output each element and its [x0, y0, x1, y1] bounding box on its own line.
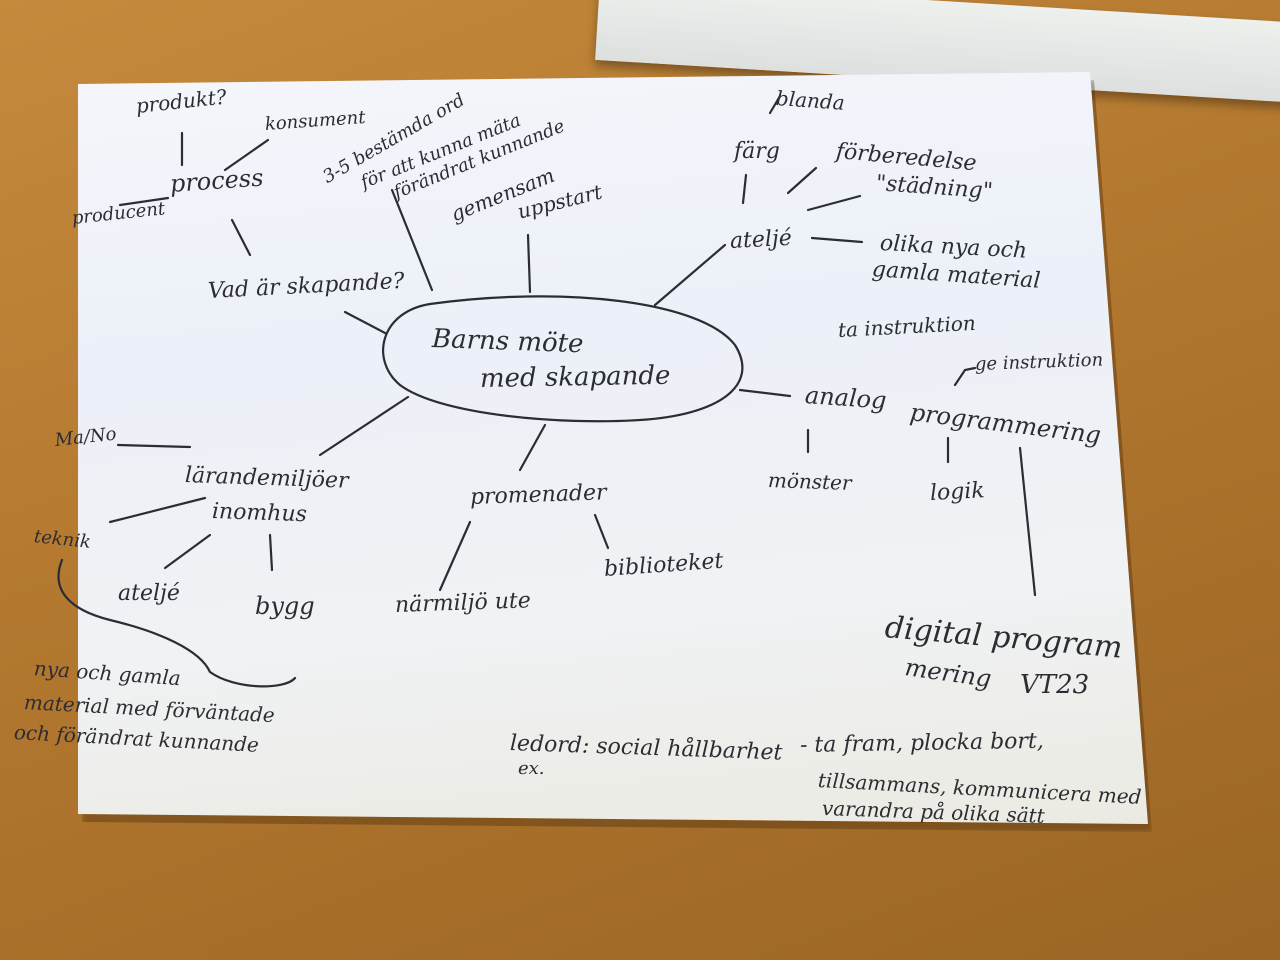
- line-prom-bibliotek: [593, 513, 610, 550]
- line-prom-narmiljo: [438, 520, 472, 592]
- line-prog-digital: [1018, 446, 1037, 597]
- line-inomhus-teknik: [108, 496, 207, 524]
- label-blanda: blanda: [775, 86, 846, 115]
- paper-sheet: [78, 72, 1148, 824]
- label-inomhus: inomhus: [211, 499, 308, 528]
- label-ex: ex.: [518, 758, 545, 779]
- label-example-1: - ta fram, plocka bort,: [799, 728, 1044, 758]
- label-analog: analog: [804, 381, 888, 415]
- line-center-larande: [318, 395, 410, 457]
- line-center-question: [343, 310, 387, 335]
- brace: [57, 558, 297, 688]
- line-center-atelje: [653, 243, 727, 307]
- label-monster: mönster: [767, 468, 852, 495]
- label-logik: logik: [929, 478, 986, 506]
- center-bubble: [382, 295, 744, 423]
- line-process-producent: [118, 196, 170, 207]
- line-center-uppstart: [526, 233, 532, 294]
- label-atelje-bottom: ateljé: [118, 581, 180, 606]
- center-title-1: Barns möte: [431, 324, 584, 360]
- label-larandemiljoer: lärandemiljöer: [184, 463, 349, 494]
- line-center-analog: [738, 388, 792, 398]
- line-prog-ge: [953, 366, 977, 387]
- line-inomhus-bygg: [268, 533, 274, 572]
- label-vt23: VT23: [1020, 670, 1090, 700]
- line-atelje-material: [810, 236, 864, 244]
- label-bygg: bygg: [255, 592, 315, 620]
- line-center-promenader: [518, 423, 547, 472]
- line-center-ord: [390, 188, 434, 292]
- label-promenader: promenader: [469, 480, 607, 510]
- label-narmiljo: närmiljö ute: [394, 588, 532, 618]
- line-larande-mano: [116, 443, 192, 449]
- line-inomhus-atelje: [163, 533, 212, 570]
- line-process-konsument: [223, 138, 270, 172]
- label-process: process: [168, 163, 265, 198]
- line-atelje-stadning: [806, 194, 862, 212]
- label-atelje-top: ateljé: [729, 225, 793, 254]
- line-farg-blanda: [768, 94, 782, 115]
- label-farg: färg: [734, 139, 780, 164]
- line-atelje-forberedelse: [786, 166, 818, 195]
- line-atelje-farg: [741, 173, 748, 205]
- center-title-2: med skapande: [479, 360, 671, 394]
- line-question-process: [230, 218, 252, 257]
